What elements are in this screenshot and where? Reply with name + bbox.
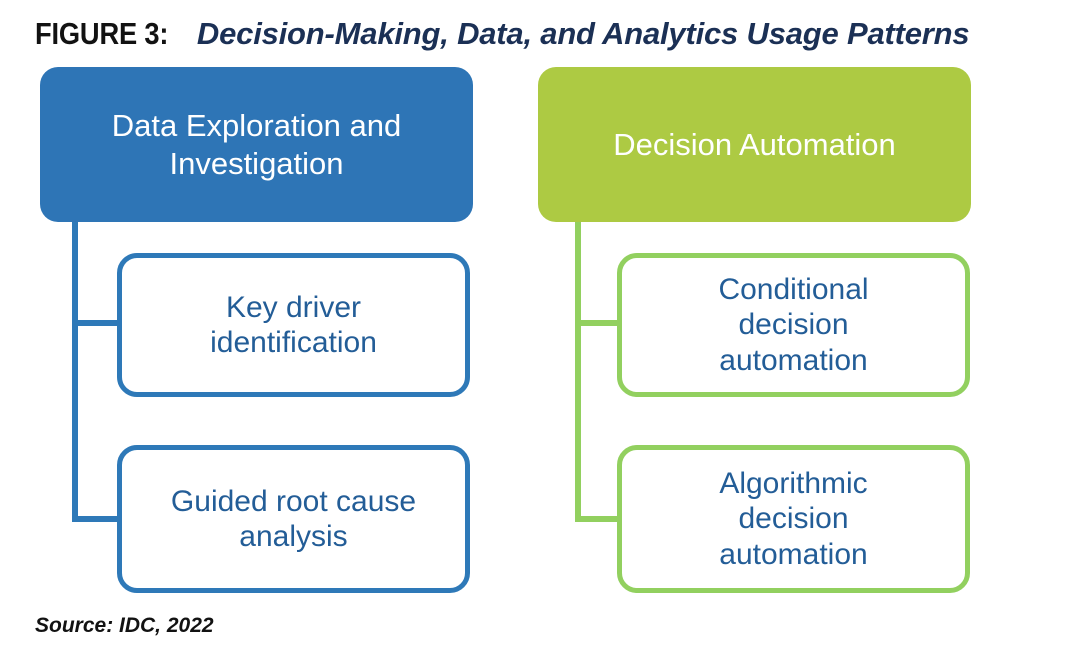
column-decision-automation: Decision Automation Conditional decision… — [538, 0, 971, 671]
figure-title-text: Decision-Making, Data, and Analytics Usa… — [196, 16, 970, 51]
parent-box-decision-automation: Decision Automation — [538, 67, 971, 222]
connector-line — [72, 222, 78, 522]
child-box-guided-root-cause-analysis: Guided root cause analysis — [117, 445, 470, 593]
connector-line — [575, 222, 581, 522]
column-data-exploration: Data Exploration and Investigation Key d… — [40, 0, 473, 671]
child-box-conditional-decision-automation: Conditional decision automation — [617, 253, 970, 397]
connector-stub — [575, 320, 617, 326]
figure-number-label: FIGURE 3: — [35, 16, 169, 51]
child-box-key-driver-identification: Key driver identification — [117, 253, 470, 397]
connector-stub — [72, 320, 117, 326]
parent-box-data-exploration: Data Exploration and Investigation — [40, 67, 473, 222]
child-box-algorithmic-decision-automation: Algorithmic decision automation — [617, 445, 970, 593]
connector-stub — [72, 516, 117, 522]
source-note: Source: IDC, 2022 — [35, 614, 214, 637]
figure-title: FIGURE 3: Decision-Making, Data, and Ana… — [35, 16, 970, 52]
connector-stub — [575, 516, 617, 522]
